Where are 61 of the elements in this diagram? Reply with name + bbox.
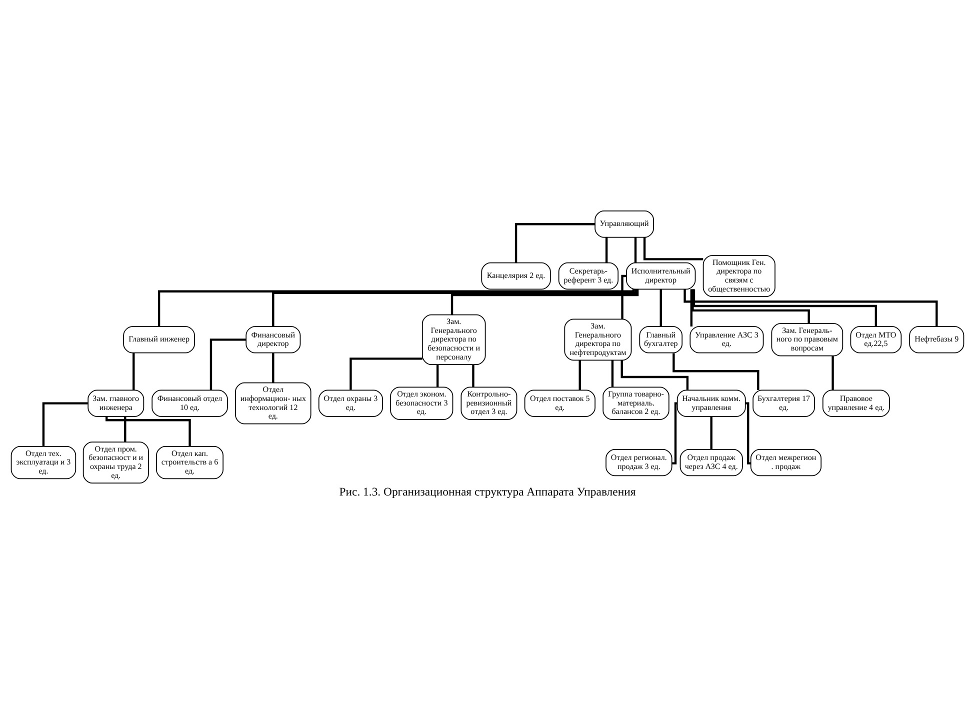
node-box: Канцелярия 2 ед. bbox=[481, 262, 551, 290]
connector bbox=[684, 288, 938, 326]
connector bbox=[692, 288, 810, 323]
connector bbox=[472, 364, 474, 387]
connector bbox=[272, 352, 274, 382]
node-box: Финансовый директор bbox=[246, 326, 301, 353]
node-box: Бухгалтерия 17 ед. bbox=[752, 389, 815, 416]
connector bbox=[132, 352, 135, 390]
node-box: Главный инженер bbox=[123, 326, 195, 353]
connector bbox=[436, 364, 439, 387]
node-box: Исполнительный директор bbox=[626, 262, 696, 290]
connector bbox=[643, 236, 704, 260]
node-box: Отдел кап. строительств а 6 ед. bbox=[156, 446, 224, 479]
connector bbox=[210, 338, 246, 390]
node-box: Секретарь- референт 3 ед. bbox=[558, 262, 619, 290]
node-box: Отдел информацион- ных технологий 12 ед. bbox=[235, 382, 312, 424]
node-box: Правовое управление 4 ед. bbox=[822, 389, 890, 416]
node-box: Зам. Генерального директора по безопасности и персоналу bbox=[422, 314, 486, 364]
node-box: Отдел МТО ед.22,5 bbox=[850, 326, 902, 353]
node-box: Зам. Генераль- ного по правовым вопросам bbox=[771, 322, 844, 356]
connector bbox=[514, 222, 595, 262]
connector bbox=[124, 416, 126, 442]
connector bbox=[350, 357, 422, 390]
connector bbox=[158, 288, 634, 326]
node-box: Отдел охраны 3 ед. bbox=[318, 389, 383, 416]
node-box: Контрольно- ревизионный отдел 3 ед. bbox=[460, 386, 518, 420]
node-box: Отдел продаж через АЗС 4 ед. bbox=[680, 448, 743, 476]
connector bbox=[621, 274, 626, 319]
node-box: Управление АЗС 3 ед. bbox=[690, 326, 764, 353]
node-box: Отдел пром. безопасност и и охраны труда 2 ед. bbox=[82, 441, 149, 483]
connector bbox=[832, 356, 834, 390]
node-box: Группа товарно- материаль. балансов 2 ед. bbox=[602, 386, 670, 420]
connector bbox=[578, 360, 581, 390]
connector bbox=[690, 288, 693, 326]
caption: Рис. 1.3. Организационная структура Аппарата Управления bbox=[339, 484, 636, 498]
connector bbox=[745, 402, 751, 464]
node-box: Отдел межрегион . продаж bbox=[750, 448, 822, 476]
node-box: Зам. Генерального директора по нефтепродуктам bbox=[564, 318, 632, 360]
connector bbox=[710, 416, 712, 449]
connector bbox=[634, 236, 637, 262]
connector bbox=[660, 288, 662, 326]
connector bbox=[450, 288, 639, 314]
connector bbox=[620, 360, 689, 390]
connector bbox=[692, 288, 878, 326]
node-box: Финансовый отдел 10 ед. bbox=[152, 389, 228, 416]
node-box: Нефтебазы 9 bbox=[909, 326, 964, 353]
connector bbox=[611, 360, 614, 387]
node-box: Помощник Ген. директора по связям с общественностью bbox=[702, 254, 776, 296]
node-box: Управляющий bbox=[594, 210, 654, 238]
connector bbox=[605, 236, 608, 262]
node-box: Отдел поставок 5 ед. bbox=[524, 389, 596, 416]
node-box: Отдел регионал. продаж 3 ед. bbox=[606, 448, 672, 476]
node-box: Отдел тех. эксплуатаци и 3 ед. bbox=[10, 446, 76, 479]
connector bbox=[106, 416, 191, 446]
connector bbox=[672, 352, 760, 390]
connector bbox=[272, 288, 637, 326]
connector bbox=[42, 402, 88, 446]
node-box: Начальник комм. управления bbox=[676, 389, 746, 416]
node-box: Отдел эконом. безопасности 3 ед. bbox=[390, 386, 454, 420]
node-box: Главный бухгалтер bbox=[639, 326, 683, 353]
node-box: Зам. главного инженера bbox=[88, 389, 144, 416]
